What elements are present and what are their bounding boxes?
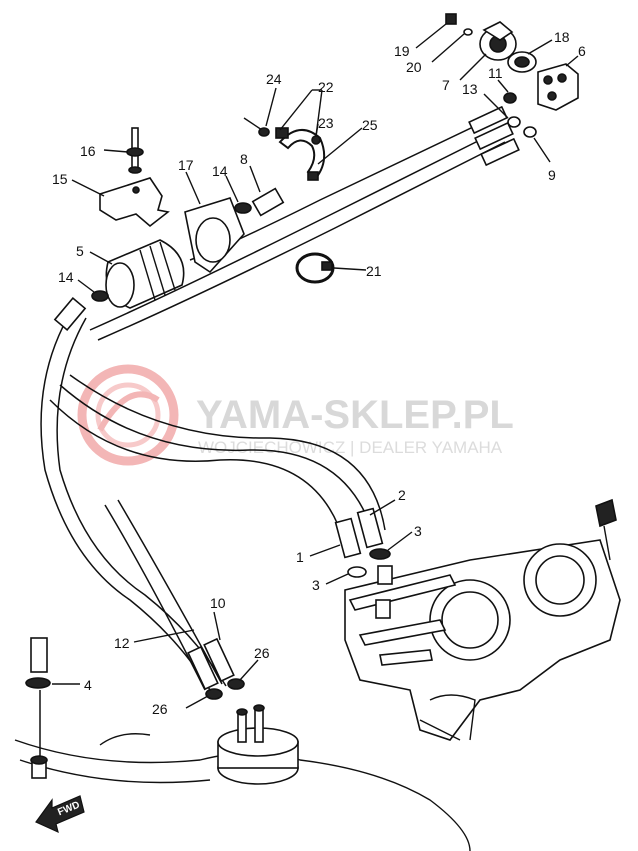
bracket-bolt bbox=[126, 127, 144, 174]
callout-11: 11 bbox=[488, 65, 503, 81]
mounting-bracket bbox=[99, 177, 170, 228]
hose-1-end bbox=[334, 517, 362, 559]
hose-10-end bbox=[203, 637, 235, 683]
hose-12-end bbox=[187, 645, 219, 691]
fwd-arrow: FWD bbox=[35, 795, 85, 834]
callout-9: 9 bbox=[548, 167, 556, 183]
callout-20: 20 bbox=[406, 59, 422, 75]
hose-clamp-26-upper bbox=[227, 678, 245, 690]
callout-2: 2 bbox=[398, 487, 406, 503]
callout-18: 18 bbox=[554, 29, 570, 45]
hose-2-end bbox=[356, 507, 384, 549]
callout-22: 22 bbox=[318, 79, 334, 95]
callout-3-lower: 3 bbox=[312, 577, 320, 593]
callout-5: 5 bbox=[76, 243, 84, 259]
callout-14-right: 14 bbox=[212, 163, 228, 179]
callout-6: 6 bbox=[578, 43, 586, 59]
callout-17: 17 bbox=[178, 157, 194, 173]
filter-outlet-hose bbox=[53, 297, 87, 331]
callout-3-upper: 3 bbox=[414, 523, 422, 539]
leader-lines bbox=[52, 23, 579, 709]
hose-clamp-3-upper bbox=[369, 548, 391, 560]
callout-13: 13 bbox=[462, 81, 478, 97]
callout-1: 1 bbox=[296, 549, 304, 565]
callout-21: 21 bbox=[366, 263, 382, 279]
fuel-filter bbox=[105, 239, 185, 309]
callout-19: 19 bbox=[394, 43, 410, 59]
callout-24: 24 bbox=[266, 71, 282, 87]
hose-clamp-3-lower bbox=[347, 566, 367, 578]
hose-4 bbox=[30, 637, 48, 673]
fuel-pump-top-assembly bbox=[445, 13, 579, 167]
hose-clamp-21 bbox=[295, 252, 335, 284]
callout-25: 25 bbox=[362, 117, 378, 133]
callout-7: 7 bbox=[442, 77, 450, 93]
watermark-subtitle: WOJCIECHOWICZ | DEALER YAMAHA bbox=[198, 438, 503, 457]
watermark-logo bbox=[77, 364, 179, 466]
callout-26-upper: 26 bbox=[254, 645, 270, 661]
hose-clamp-14-left bbox=[91, 290, 109, 302]
hose-clamp-26-lower bbox=[205, 688, 223, 700]
callout-12: 12 bbox=[114, 635, 130, 651]
hose-clamp-4 bbox=[25, 677, 51, 689]
hose-8 bbox=[251, 187, 285, 217]
callout-10: 10 bbox=[210, 595, 226, 611]
fuel-tank bbox=[14, 704, 471, 851]
watermark-title: YAMA-SKLEP.PL bbox=[196, 393, 514, 437]
fuel-sender-unit bbox=[217, 704, 299, 785]
watermark: YAMA-SKLEP.PL WOJCIECHOWICZ | DEALER YAM… bbox=[77, 364, 514, 466]
callout-23: 23 bbox=[318, 115, 334, 131]
carburetor-assembly bbox=[344, 498, 621, 741]
hose-clamp-14-right bbox=[234, 202, 252, 214]
callout-15: 15 bbox=[52, 171, 68, 187]
callout-26-lower: 26 bbox=[152, 701, 168, 717]
callout-16: 16 bbox=[80, 143, 96, 159]
callout-4: 4 bbox=[84, 677, 92, 693]
filter-bracket bbox=[184, 197, 245, 274]
callout-labels: 1 2 3 3 4 5 6 7 8 9 10 11 12 13 14 14 15… bbox=[52, 29, 586, 717]
callout-8: 8 bbox=[240, 151, 248, 167]
holder-screw-24 bbox=[243, 117, 270, 137]
holder-collar-23 bbox=[311, 135, 321, 145]
callout-14-left: 14 bbox=[58, 269, 74, 285]
tank-nipple bbox=[30, 755, 48, 779]
